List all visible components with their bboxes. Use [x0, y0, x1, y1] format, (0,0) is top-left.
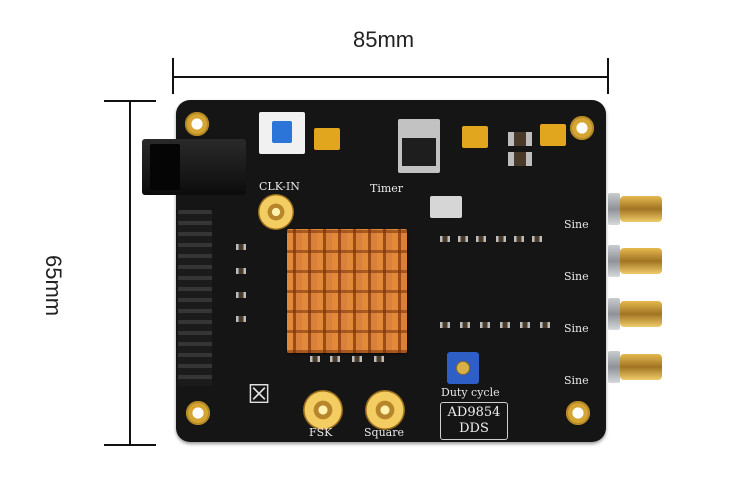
heatsink-fins [287, 229, 407, 353]
height-dimension-tick-bottom [104, 444, 156, 446]
tantalum-capacitor [462, 126, 488, 148]
sine-output-4-nut [608, 351, 620, 383]
tantalum-capacitor [540, 124, 566, 146]
smd-component [480, 322, 490, 328]
voltage-regulator [402, 138, 436, 166]
height-dimension-tick-top [104, 100, 156, 102]
smd-component [476, 236, 486, 242]
smd-component [532, 236, 542, 242]
sine-output-2-nut [608, 245, 620, 277]
sine-output-1-nut [608, 193, 620, 225]
mounting-hole-top-right [570, 116, 594, 140]
sine-output-3-connector [620, 301, 662, 327]
mounting-hole-bottom-right [566, 401, 590, 425]
crystal-oscillator [430, 196, 462, 218]
tantalum-capacitor [314, 128, 340, 150]
chip-name-label: AD9854 [447, 405, 501, 420]
sine-label-1: Sine [564, 218, 589, 231]
smd-component [374, 356, 384, 362]
timer-label: Timer [370, 182, 404, 195]
potentiometer-screw [456, 361, 470, 375]
smd-component [236, 268, 246, 274]
width-dimension-line [173, 76, 609, 78]
smd-component [330, 356, 340, 362]
power-switch-cap [272, 121, 292, 143]
sine-label-2: Sine [564, 270, 589, 283]
clk-in-sma-connector [258, 194, 294, 230]
inductor [508, 132, 532, 146]
smd-component [540, 322, 550, 328]
sine-output-4-connector [620, 354, 662, 380]
chip-type-label: DDS [459, 421, 489, 436]
smd-component [440, 322, 450, 328]
square-sma-connector [365, 390, 405, 430]
fsk-sma-connector [303, 390, 343, 430]
smd-component [520, 322, 530, 328]
mounting-hole-bottom-left [186, 401, 210, 425]
square-label: Square [364, 426, 404, 439]
smd-component [440, 236, 450, 242]
width-dimension-tick-left [172, 58, 174, 94]
smd-component [496, 236, 506, 242]
sine-output-2-connector [620, 248, 662, 274]
height-dimension-line [129, 100, 131, 446]
inductor [508, 152, 532, 166]
dc-power-jack-face [150, 144, 180, 190]
smd-component [352, 356, 362, 362]
sine-output-1-connector [620, 196, 662, 222]
smd-component [460, 322, 470, 328]
smd-component [458, 236, 468, 242]
smd-component [514, 236, 524, 242]
sine-output-3-nut [608, 298, 620, 330]
smd-component [236, 316, 246, 322]
smd-component [310, 356, 320, 362]
sine-label-3: Sine [564, 322, 589, 335]
fsk-label: FSK [309, 426, 333, 439]
smd-component [500, 322, 510, 328]
height-dimension-label: 65mm [41, 255, 66, 317]
weee-recycle-icon: ☒ [247, 379, 271, 409]
sine-label-4: Sine [564, 374, 589, 387]
pin-header [178, 210, 212, 386]
width-dimension-tick-right [607, 58, 609, 94]
smd-component [236, 244, 246, 250]
clk-in-label: CLK-IN [259, 180, 300, 193]
smd-component [236, 292, 246, 298]
chip-label-box: AD9854 DDS [440, 402, 508, 440]
mounting-hole-top-left [185, 112, 209, 136]
width-dimension-label: 85mm [353, 27, 415, 52]
duty-cycle-label: Duty cycle [441, 386, 500, 399]
